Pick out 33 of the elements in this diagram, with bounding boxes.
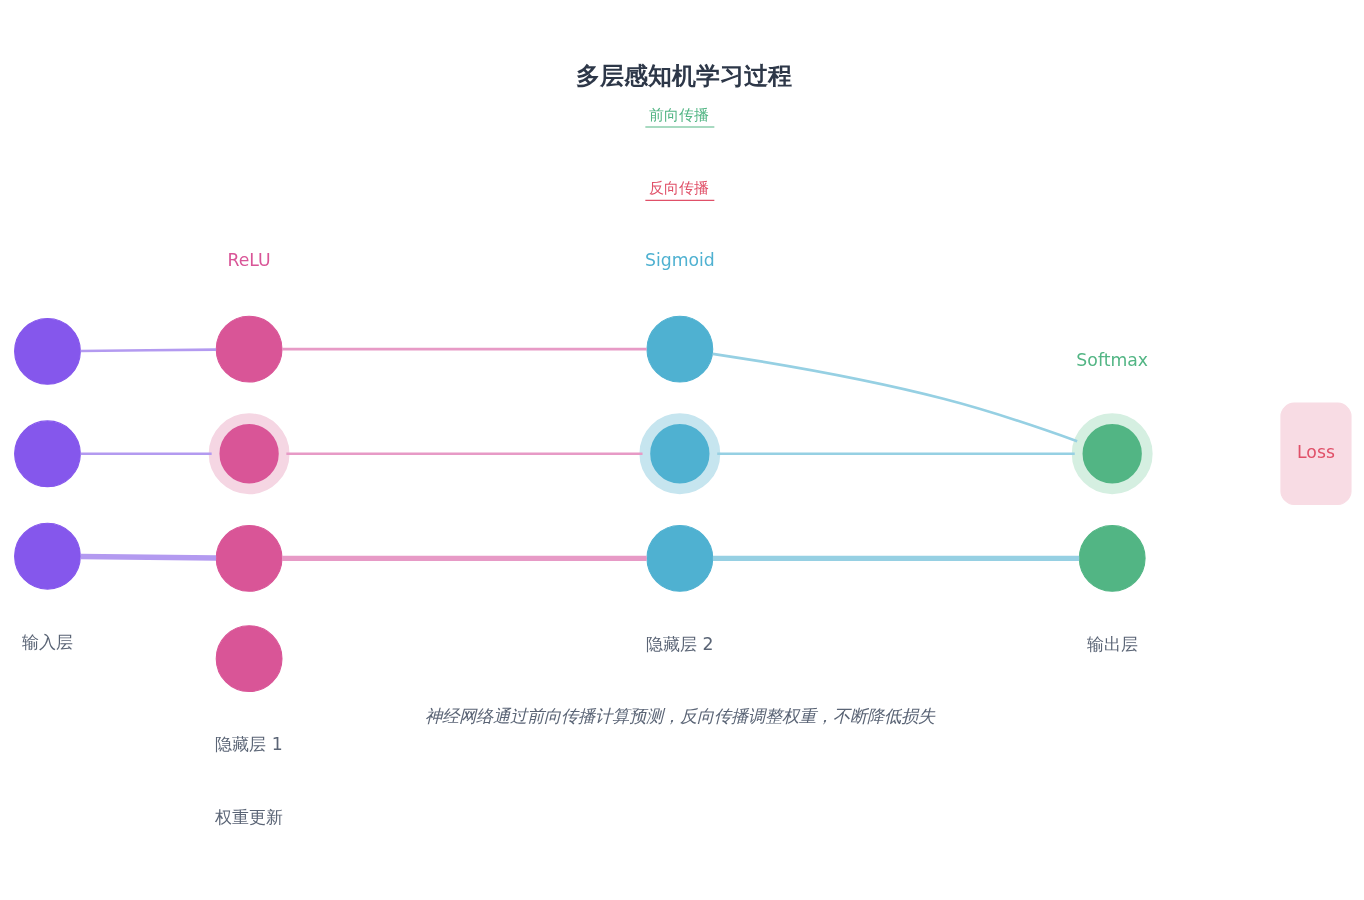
connector xyxy=(282,347,647,351)
caption: 神经网络通过前向传播计算预测，反向传播调整权重，不断降低损失 xyxy=(424,706,935,727)
node-circle xyxy=(1071,413,1153,495)
node-circle xyxy=(646,315,714,383)
node-circle xyxy=(208,413,290,495)
connector xyxy=(80,452,212,456)
node-box: Loss xyxy=(1280,402,1352,505)
node-circle xyxy=(646,524,714,592)
label: 权重更新 xyxy=(215,807,284,828)
label: 输出层 xyxy=(1086,633,1138,654)
diagram-title: 多层感知机学习过程 xyxy=(576,61,793,90)
label: 输入层 xyxy=(21,631,73,652)
node-circle xyxy=(14,420,81,488)
node-circle xyxy=(639,413,721,495)
label: Sigmoid xyxy=(644,249,715,270)
node-circle xyxy=(1078,524,1146,592)
node-circle xyxy=(215,524,283,592)
connector xyxy=(712,352,1078,443)
connector xyxy=(712,555,1080,562)
legend-label: 反向传播 xyxy=(648,179,709,198)
legend-label: 前向传播 xyxy=(648,105,709,124)
connector xyxy=(80,348,217,353)
label: ReLU xyxy=(227,249,271,270)
connector xyxy=(80,553,217,561)
connector xyxy=(282,555,647,562)
connector xyxy=(717,452,1075,456)
node-circle xyxy=(215,315,283,383)
label: 隐藏层 2 xyxy=(646,633,714,654)
node-circle xyxy=(14,317,81,385)
connector xyxy=(286,452,643,456)
label: Softmax xyxy=(1076,350,1149,371)
node-circle xyxy=(215,625,283,693)
node-circle xyxy=(14,522,81,590)
